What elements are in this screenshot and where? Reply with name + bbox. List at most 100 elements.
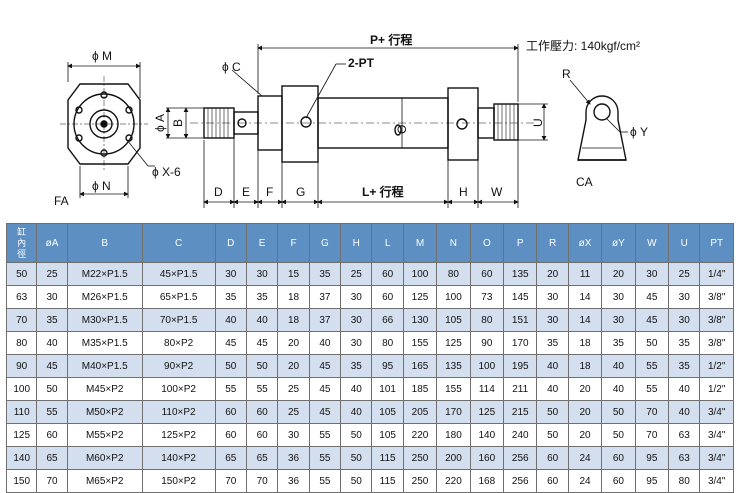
table-cell: 125 [469,400,505,424]
table-cell: 45 [245,331,279,355]
table-cell: 14 [567,285,603,309]
table-cell: 70 [214,469,247,493]
label-u: U [531,118,545,127]
table-cell: 50 [536,400,569,424]
table-cell: 40 [340,377,373,401]
table-cell: 3/8" [699,285,734,309]
table-cell: 45 [214,331,247,355]
table-cell: 125 [402,285,438,309]
table-cell: 35 [245,285,279,309]
label-e: E [242,185,250,199]
table-cell: 63 [668,423,701,447]
dim-phi-m [67,62,141,98]
table-cell: 50 [340,423,373,447]
table-cell: 80 [5,331,38,355]
table-cell: 15 [277,262,310,286]
table-cell: 30 [214,262,247,286]
table-header-cell: N [436,223,471,263]
table-cell: 50 [340,446,373,470]
table-cell: 250 [402,446,438,470]
table-cell: 115 [371,469,404,493]
table-cell: 25 [36,262,68,286]
table-cell: 240 [503,423,538,447]
table-cell: 70 [36,469,68,493]
label-phi-x6: ϕ X-6 [152,165,181,179]
working-pressure-note: 工作壓力: 140kgf/cm² [526,39,640,53]
table-cell: 18 [277,308,310,332]
table-cell: 110×P2 [141,400,216,424]
table-cell: 70 [5,308,38,332]
table-cell: 40 [536,354,569,378]
table-header-cell: E [245,223,279,263]
table-cell: 25 [340,262,373,286]
table-cell: 215 [503,400,538,424]
table-cell: 100 [5,377,38,401]
table-cell: 18 [567,354,603,378]
table-cell: 80 [371,331,404,355]
table-cell: 20 [567,377,603,401]
table-cell: 37 [308,308,342,332]
table-cell: 3/4" [699,400,734,424]
table-cell: M40×P1.5 [66,354,143,378]
table-header-cell: P [503,223,538,263]
table-cell: 60 [214,400,247,424]
table-cell: 45 [36,354,68,378]
table-cell: 40 [340,400,373,424]
label-f: F [266,185,273,199]
table-cell: 55 [214,377,247,401]
table-cell: 3/8" [699,331,734,355]
table-cell: 155 [402,331,438,355]
table-cell: 140 [469,423,505,447]
table-cell: 35 [668,354,701,378]
table-cell: 3/4" [699,446,734,470]
table-cell: 160 [469,446,505,470]
table-cell: 45 [634,308,670,332]
table-cell: 150 [5,469,38,493]
table-cell: 100 [469,354,505,378]
table-cell: 1/2" [699,354,734,378]
table-cell: 80 [436,262,471,286]
table-header-cell: L [371,223,404,263]
table-cell: 130 [402,308,438,332]
table-cell: 55 [245,377,279,401]
table-cell: 256 [503,469,538,493]
table-header-cell: M [402,223,438,263]
table-cell: 135 [503,262,538,286]
table-header-cell: H [340,223,373,263]
table-cell: 90 [469,331,505,355]
table-cell: 115 [371,446,404,470]
table-cell: 170 [503,331,538,355]
table-cell: 50 [214,354,247,378]
table-cell: 45 [308,400,342,424]
table-cell: 205 [402,400,438,424]
table-cell: 40 [668,377,701,401]
table-cell: 50 [601,400,636,424]
table-cell: 60 [536,446,569,470]
table-header-cell: G [308,223,342,263]
table-cell: 25 [668,262,701,286]
table-cell: 63 [668,446,701,470]
table-cell: 35 [36,308,68,332]
table-cell: 125 [436,331,471,355]
table-cell: 200 [436,446,471,470]
table-header-cell: øA [36,223,68,263]
table-cell: 14 [567,308,603,332]
table-cell: 220 [402,423,438,447]
table-cell: 170 [436,400,471,424]
table-cell: 168 [469,469,505,493]
table-cell: 90 [5,354,38,378]
label-o: O [395,125,409,134]
table-cell: 90×P2 [141,354,216,378]
label-phi-m: ϕ M [92,49,112,63]
label-w: W [491,185,503,199]
table-cell: 60 [245,423,279,447]
dim-bottom-chain [203,136,519,208]
table-cell: 40 [536,377,569,401]
table-cell: 60 [601,469,636,493]
table-cell: 20 [567,400,603,424]
table-cell: 30 [245,262,279,286]
